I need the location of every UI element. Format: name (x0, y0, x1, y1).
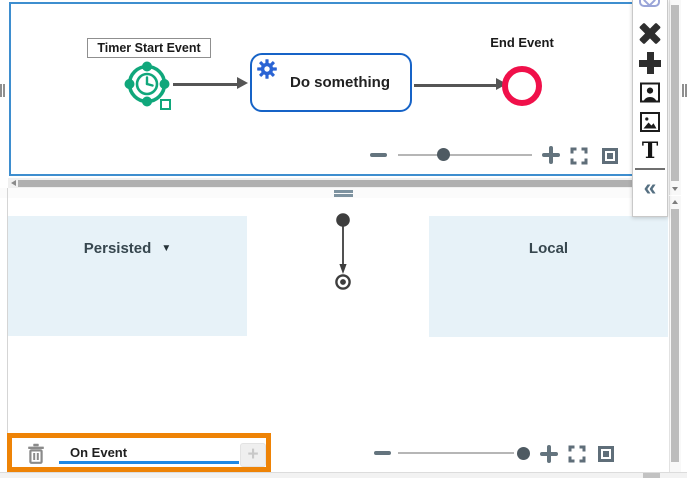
splitter-grip[interactable] (334, 194, 353, 197)
bottom-pane-left-border (7, 188, 8, 472)
fullscreen-icon[interactable] (568, 445, 586, 463)
plus-icon: + (247, 444, 259, 465)
event-name-input[interactable]: On Event (70, 445, 127, 460)
fit-view-inner-square (607, 153, 613, 159)
fullscreen-icon[interactable] (570, 147, 588, 165)
zoom-slider-track[interactable] (398, 452, 514, 454)
timer-start-event-icon[interactable] (121, 58, 173, 110)
trash-icon[interactable] (27, 443, 45, 464)
text-tool-icon[interactable]: T (638, 138, 662, 164)
zoom-slider-thumb[interactable] (437, 148, 450, 161)
vertical-scrollbar-thumb[interactable] (671, 5, 679, 181)
splitter-grip[interactable] (334, 190, 353, 193)
chevron-down-icon: ▼ (161, 242, 172, 254)
right-edge-resize-grip[interactable] (685, 84, 687, 97)
scroll-left-arrow-icon[interactable] (11, 180, 16, 186)
zoom-in-icon[interactable] (542, 146, 560, 164)
end-event-icon[interactable] (502, 66, 542, 106)
horizontal-scrollbar-thumb[interactable] (18, 180, 632, 187)
variable-flow-connector[interactable] (330, 211, 356, 293)
collapse-palette-icon[interactable]: « (638, 174, 662, 201)
heavy-plus-icon[interactable] (639, 52, 661, 74)
right-edge-resize-grip[interactable] (682, 84, 684, 97)
gear-icon (257, 59, 277, 79)
end-event-label-text: End Event (490, 35, 554, 50)
picture-icon[interactable] (640, 112, 660, 132)
event-name-value: On Event (70, 445, 128, 460)
zoom-out-icon[interactable] (370, 153, 387, 157)
fit-view-icon[interactable] (602, 148, 618, 164)
vertical-scrollbar-thumb[interactable] (671, 209, 679, 462)
persisted-variables-panel[interactable]: Persisted ▼ (8, 216, 247, 336)
task-do-something[interactable]: Do something (250, 53, 412, 112)
timer-start-event-label[interactable]: Timer Start Event (87, 38, 211, 58)
bottom-scrollbar-strip[interactable] (0, 472, 687, 478)
palette-divider (635, 168, 665, 170)
persisted-dropdown[interactable]: Persisted ▼ (84, 238, 171, 258)
bottom-scrollbar-thumb[interactable] (643, 473, 660, 478)
text-tool-glyph: T (641, 138, 659, 164)
zoom-slider-track[interactable] (398, 154, 532, 156)
pane-splitter[interactable] (0, 188, 668, 198)
input-underline (59, 461, 239, 464)
fit-view-icon[interactable] (598, 446, 614, 462)
person-image-icon[interactable] (640, 82, 660, 103)
zoom-slider-thumb[interactable] (517, 447, 530, 460)
local-label: Local (528, 239, 569, 257)
zoom-in-icon[interactable] (540, 445, 558, 463)
sequence-flow-2[interactable] (414, 84, 497, 87)
end-event-label: End Event (472, 35, 572, 50)
left-edge-resize-grip[interactable] (3, 84, 5, 97)
scroll-down-arrow-icon[interactable] (672, 187, 678, 191)
clipped-palette-item[interactable] (633, 0, 667, 9)
persisted-label: Persisted (83, 239, 152, 257)
heavy-x-icon[interactable] (638, 21, 662, 45)
task-label: Do something (290, 74, 390, 91)
timer-start-event-label-text: Timer Start Event (97, 41, 201, 55)
sequence-flow-2-arrowhead (496, 78, 507, 90)
sequence-flow-1-arrowhead (237, 77, 248, 89)
local-variables-panel[interactable]: Local (429, 216, 668, 337)
on-event-row-highlight[interactable] (7, 433, 271, 472)
timer-resize-handle[interactable] (160, 99, 171, 110)
add-event-button[interactable]: + (240, 443, 266, 467)
zoom-out-icon[interactable] (374, 451, 391, 455)
collapse-glyph: « (643, 174, 657, 200)
local-header: Local (529, 238, 568, 258)
clipped-box-icon (639, 0, 660, 7)
left-edge-resize-grip[interactable] (0, 84, 2, 97)
fit-view-inner-square (603, 451, 609, 457)
scroll-up-arrow-icon[interactable] (672, 200, 678, 204)
sequence-flow-1[interactable] (173, 83, 238, 86)
shape-palette: T « (632, 0, 668, 217)
